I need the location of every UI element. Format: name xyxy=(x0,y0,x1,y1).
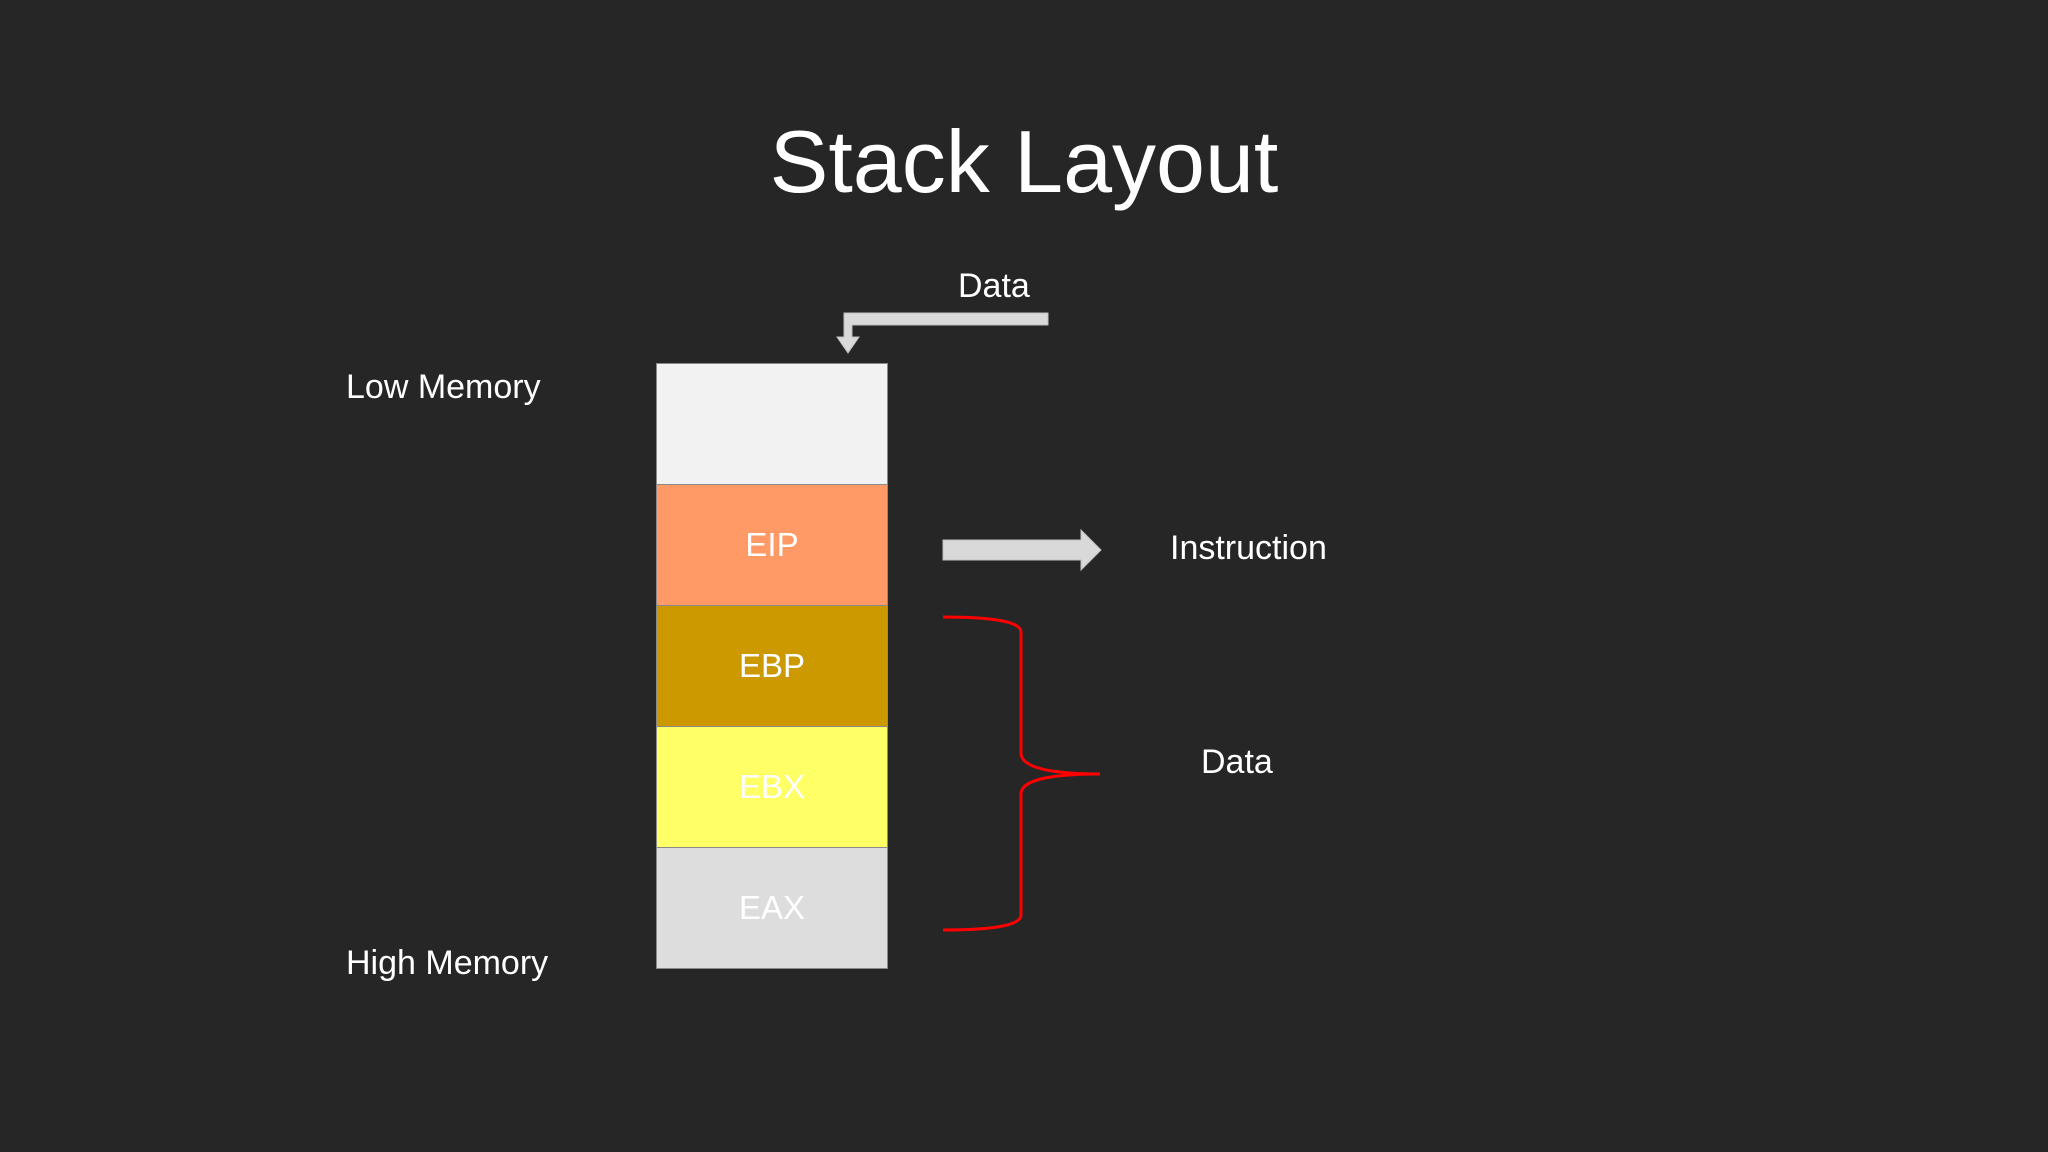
stack-cell-label: EBP xyxy=(738,647,806,684)
data-input-arrow xyxy=(836,312,1049,354)
slide-title: Stack Layout xyxy=(769,112,1279,211)
data-group-label: Data xyxy=(1201,743,1273,781)
low-memory-label: Low Memory xyxy=(346,368,541,406)
stack-cell-eip: EIP xyxy=(656,485,888,606)
instruction-arrow xyxy=(942,528,1102,572)
stack-cell-label: EAX xyxy=(738,889,806,926)
stack-cell-label: EIP xyxy=(745,526,799,563)
stack-column: EIP EBP EBX EAX xyxy=(656,363,888,969)
stack-cell-top xyxy=(656,363,888,485)
data-input-label: Data xyxy=(958,267,1030,305)
stack-cell-ebx: EBX xyxy=(656,727,888,848)
data-brace xyxy=(942,615,1101,932)
instruction-label: Instruction xyxy=(1170,529,1327,567)
stack-cell-ebp: EBP xyxy=(656,606,888,727)
high-memory-label: High Memory xyxy=(346,944,549,982)
stack-cell-label: EBX xyxy=(738,768,806,805)
stack-cell-eax: EAX xyxy=(656,848,888,969)
